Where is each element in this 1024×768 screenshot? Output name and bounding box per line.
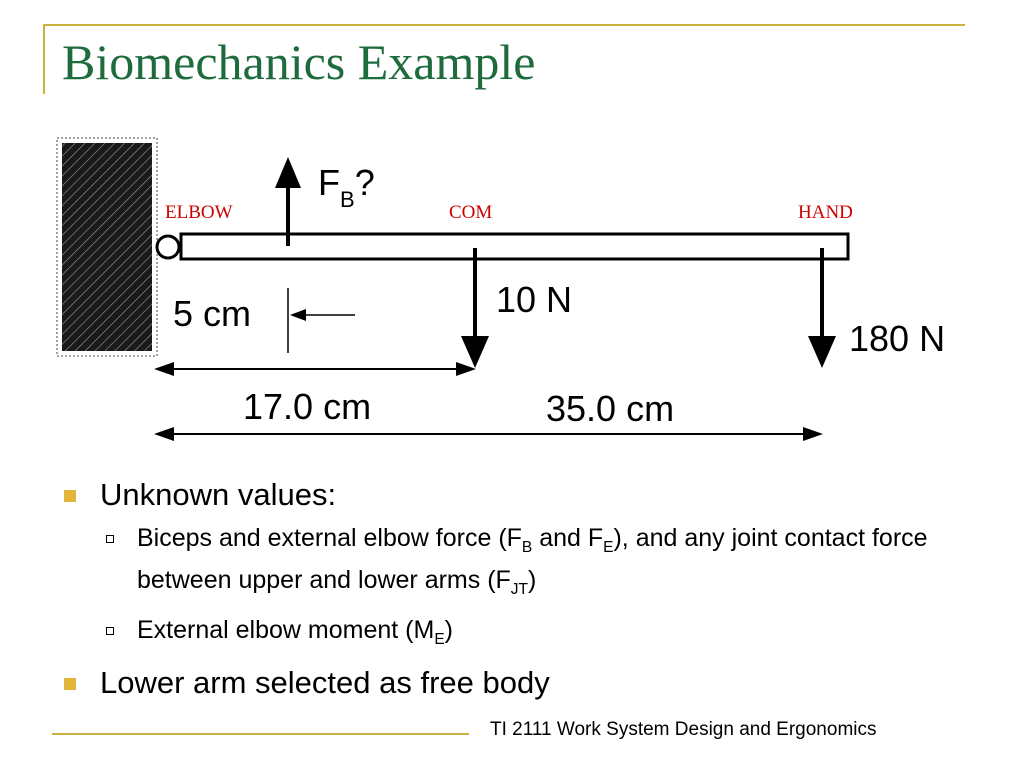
biceps-offset-pointer-head [290,309,306,321]
elbow-joint-pin [155,234,181,260]
sub-bullet-forces: Biceps and external elbow force (FB and … [62,522,972,606]
footer-text: TI 2111 Work System Design and Ergonomic… [490,719,877,740]
elbow-to-hand-arrow-right [803,427,823,441]
biceps-force-label: FB? [318,162,375,212]
bullet-free-body: Lower arm selected as free body [62,664,972,702]
elbow-to-hand-arrow-left [154,427,174,441]
gold-square-bullet-icon [64,490,76,502]
bullet-unknown-values: Unknown values: [62,476,972,514]
bullet-text: Unknown values: [100,477,337,512]
biceps-offset-label: 5 cm [173,293,251,334]
com-load-arrow-head [461,336,489,368]
sub-bullet-moment: External elbow moment (ME) [62,614,972,656]
gold-square-bullet-icon [64,678,76,690]
hollow-square-bullet-icon [106,535,114,543]
forearm-free-body-diagram: FB? ELBOW COM HAND 10 N 180 N 5 cm 17.0 … [56,137,945,441]
footer-line [52,733,469,735]
bullet-text: Lower arm selected as free body [100,665,550,700]
elbow-to-com-label: 17.0 cm [243,386,371,427]
upper-arm-hatch-fill [62,143,152,351]
forearm-bar [179,232,850,261]
com-load-label: 10 N [496,279,572,320]
hand-load-label: 180 N [849,318,945,359]
hollow-square-bullet-icon [106,627,114,635]
bullet-list: Unknown values: Biceps and external elbo… [62,476,972,710]
com-label: COM [449,202,492,223]
elbow-label: ELBOW [165,202,233,223]
elbow-to-com-arrow-right [456,362,476,376]
hand-load-arrow-head [808,336,836,368]
frame-top-line [43,24,965,26]
frame-left-line [43,24,45,94]
slide-title: Biomechanics Example [62,34,536,90]
hand-label: HAND [798,202,853,223]
elbow-to-hand-label: 35.0 cm [546,388,674,429]
biceps-force-arrow-head [275,157,301,188]
elbow-to-com-arrow-left [154,362,174,376]
